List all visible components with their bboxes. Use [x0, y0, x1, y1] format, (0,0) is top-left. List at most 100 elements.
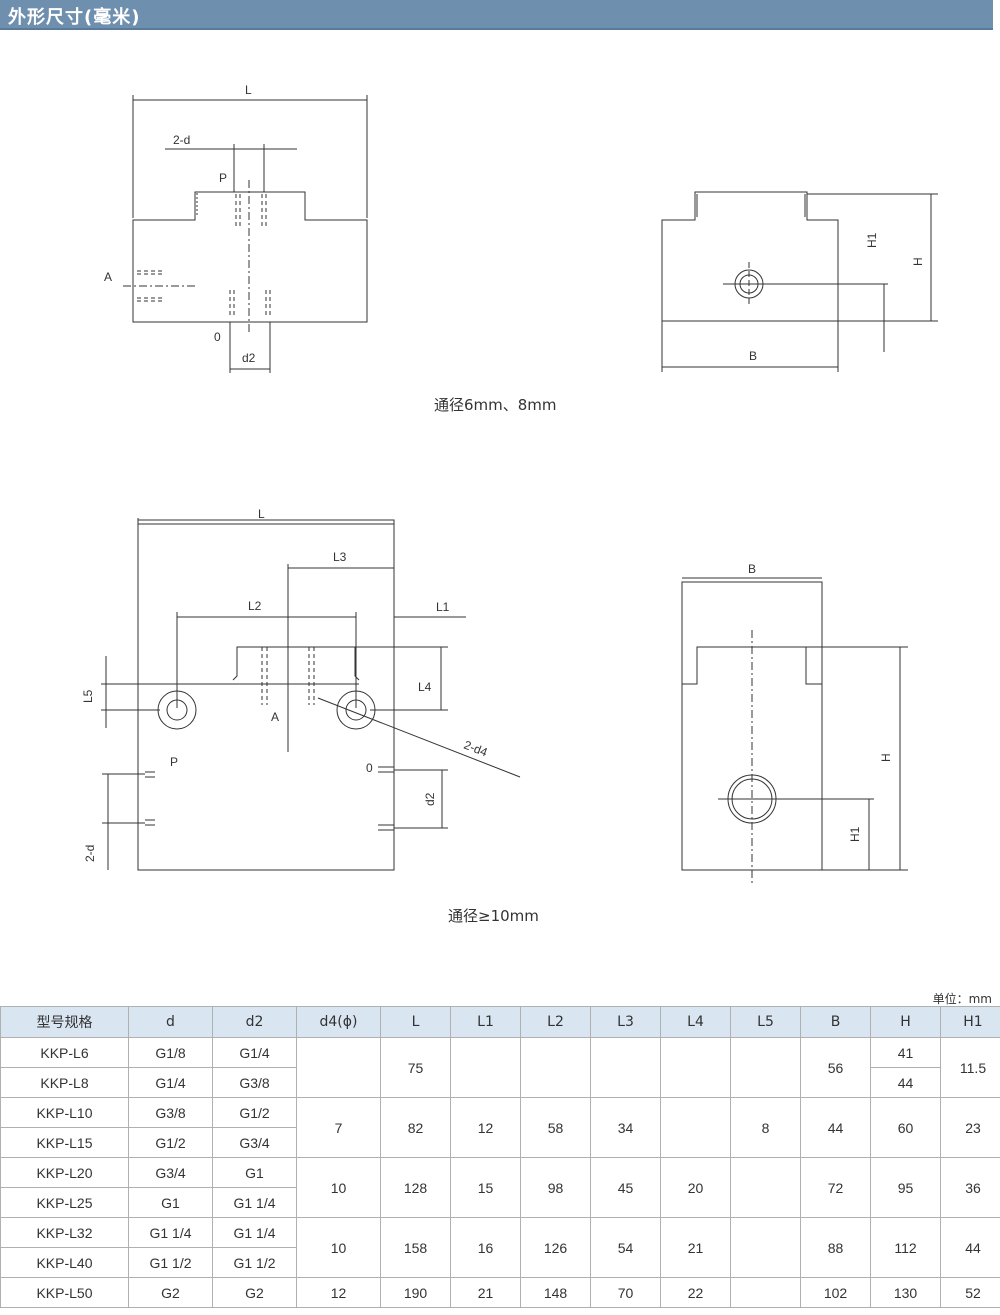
- table-row: KKP-L50 G2 G2 12 190 21 148 70 22 102 13…: [0, 1277, 1000, 1308]
- L5-cell: [730, 1037, 801, 1098]
- header-cell: L5: [730, 1006, 801, 1038]
- d2-label-L3: L3: [333, 550, 347, 564]
- technical-drawings: L 2-d P A 0 d2 H1 H B L L3 L2 L1 L4 L5 A…: [81, 83, 938, 885]
- d2-label-L4: L4: [418, 680, 432, 694]
- header-cell: L1: [450, 1006, 521, 1038]
- d2-cell: G3/8: [212, 1067, 297, 1098]
- d-cell: G3/4: [128, 1157, 213, 1188]
- d4-cell: 12: [296, 1277, 381, 1308]
- d1-label-O: 0: [214, 330, 221, 344]
- header-cell: d2: [212, 1006, 297, 1038]
- header-cell: d4(ϕ): [296, 1006, 381, 1038]
- d2-label-L1: L1: [436, 600, 450, 614]
- unit-label: 单位：mm: [932, 992, 992, 1006]
- section-header: 外形尺寸(毫米): [0, 0, 993, 30]
- L2-cell: 148: [520, 1277, 591, 1308]
- L3-cell: 70: [590, 1277, 661, 1308]
- d2-label-H1: H1: [848, 826, 862, 842]
- L4-cell: 22: [660, 1277, 731, 1308]
- d4-cell: 10: [296, 1157, 381, 1218]
- H-cell: 112: [870, 1217, 941, 1278]
- model-cell: KKP-L32: [0, 1217, 129, 1248]
- d-cell: G2: [128, 1277, 213, 1308]
- table-row: KKP-L10 G3/8 G1/2 7 82 12 58 34 8 44 60 …: [0, 1097, 1000, 1158]
- L1-cell: 21: [450, 1277, 521, 1308]
- d2-label-L: L: [258, 507, 265, 521]
- d2-cell: G1 1/4: [212, 1187, 297, 1218]
- B-cell: 56: [800, 1037, 871, 1098]
- H-cell: 130: [870, 1277, 941, 1308]
- L5-cell: [730, 1277, 801, 1308]
- d1-label-d: 2-d: [173, 133, 190, 147]
- L1-cell: 15: [450, 1157, 521, 1218]
- table-row: KKP-L15 G1/2 G3/4: [0, 1127, 1000, 1158]
- L3-cell: 45: [590, 1157, 661, 1218]
- header-cell: B: [800, 1006, 871, 1038]
- model-cell: KKP-L10: [0, 1097, 129, 1128]
- d2-cell: G2: [212, 1277, 297, 1308]
- header-cell: H1: [940, 1006, 1000, 1038]
- d1-label-P: P: [219, 171, 227, 185]
- L-cell: 190: [380, 1277, 451, 1308]
- L1-cell: 16: [450, 1217, 521, 1278]
- table-row: KKP-L6 G1/8 G1/4 75 56 41 11.5: [0, 1037, 1000, 1098]
- d1-label-L: L: [245, 83, 252, 97]
- table-row: KKP-L20 G3/4 G1 10 128 15 98 45 20 72 95…: [0, 1157, 1000, 1218]
- L4-cell: 21: [660, 1217, 731, 1278]
- d-cell: G1 1/4: [128, 1217, 213, 1248]
- header-cell: L2: [520, 1006, 591, 1038]
- d-cell: G1 1/2: [128, 1247, 213, 1278]
- B-cell: 102: [800, 1277, 871, 1308]
- drawing2-front-view: [101, 518, 521, 871]
- L3-cell: 34: [590, 1097, 661, 1158]
- d4-cell: 10: [296, 1217, 381, 1278]
- d1-label-B: B: [749, 349, 757, 363]
- section-title: 外形尺寸(毫米): [8, 7, 141, 28]
- table-row: KKP-L40 G1 1/2 G1 1/2: [0, 1247, 1000, 1278]
- header-cell: d: [128, 1006, 213, 1038]
- L5-cell: [730, 1217, 801, 1278]
- model-cell: KKP-L40: [0, 1247, 129, 1278]
- header-cell: L3: [590, 1006, 661, 1038]
- H1-cell: 52: [940, 1277, 1000, 1308]
- d2-label-A: A: [271, 710, 279, 724]
- header-cell: L: [380, 1006, 451, 1038]
- H-cell: 95: [870, 1157, 941, 1218]
- model-cell: KKP-L25: [0, 1187, 129, 1218]
- L4-cell: 20: [660, 1157, 731, 1218]
- d1-label-H: H: [911, 257, 925, 266]
- d1-label-d2: d2: [242, 351, 256, 365]
- header-cell: L4: [660, 1006, 731, 1038]
- drawing1-caption: 通径6mm、8mm: [434, 396, 557, 414]
- d2-cell: G1: [212, 1157, 297, 1188]
- d2-label-L2: L2: [248, 599, 262, 613]
- H-cell: 44: [870, 1067, 941, 1098]
- model-cell: KKP-L6: [0, 1037, 129, 1068]
- L-cell: 75: [380, 1037, 451, 1098]
- H-cell: 41: [870, 1037, 941, 1068]
- d2-label-B: B: [748, 562, 756, 576]
- L2-cell: 98: [520, 1157, 591, 1218]
- d2-cell: G1/4: [212, 1037, 297, 1068]
- H1-cell: 44: [940, 1217, 1000, 1278]
- table-row: KKP-L25 G1 G1 1/4: [0, 1187, 1000, 1218]
- d2-label-P: P: [170, 755, 178, 769]
- H1-cell: 23: [940, 1097, 1000, 1158]
- d2-cell: G3/4: [212, 1127, 297, 1158]
- d4-cell: [296, 1037, 381, 1098]
- L5-cell: 8: [730, 1097, 801, 1158]
- L2-cell: 58: [520, 1097, 591, 1158]
- L4-cell: [660, 1037, 731, 1098]
- header-cell: 型号规格: [0, 1006, 129, 1038]
- d2-cell: G1/2: [212, 1097, 297, 1128]
- d-cell: G1/8: [128, 1037, 213, 1068]
- H1-cell: 36: [940, 1157, 1000, 1218]
- dimensions-table: 型号规格 d d2 d4(ϕ) L L1 L2 L3 L4 L5 B H H1 …: [0, 1006, 1000, 1308]
- header-cell: H: [870, 1006, 941, 1038]
- d2-label-O: 0: [366, 761, 373, 775]
- L2-cell: [520, 1037, 591, 1098]
- d1-label-H1: H1: [865, 232, 879, 248]
- L4-cell: [660, 1097, 731, 1158]
- H1-cell: 11.5: [940, 1037, 1000, 1098]
- drawing2-side-view: [681, 577, 908, 885]
